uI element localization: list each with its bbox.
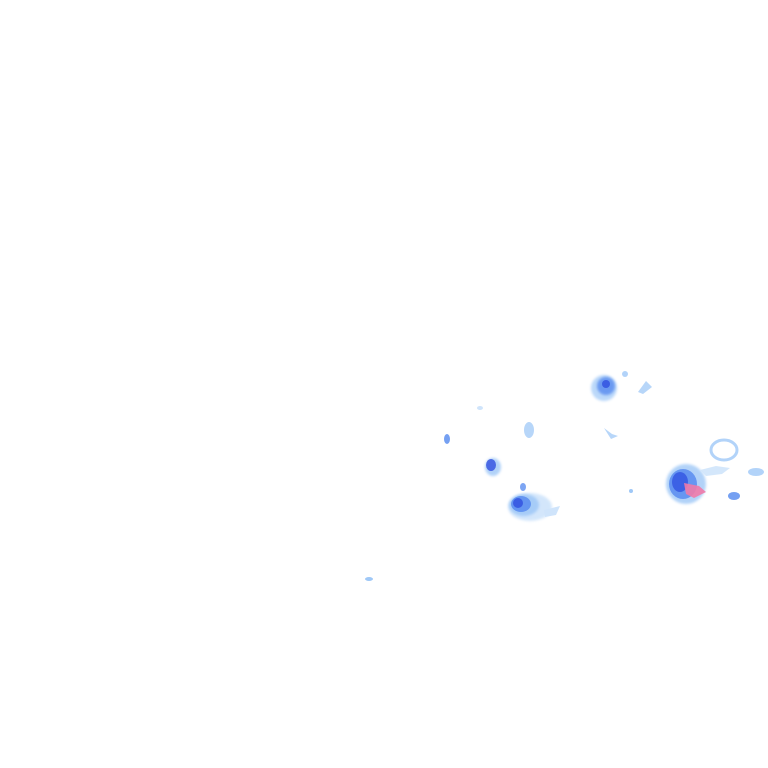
- echo-west-mid: [444, 434, 501, 476]
- echo-east-storm: [666, 464, 740, 504]
- echo-far-east-ring: [709, 438, 764, 476]
- echo-scattered-light: [365, 406, 633, 581]
- echo-north-cluster: [591, 371, 652, 401]
- echo-central-south: [508, 483, 560, 521]
